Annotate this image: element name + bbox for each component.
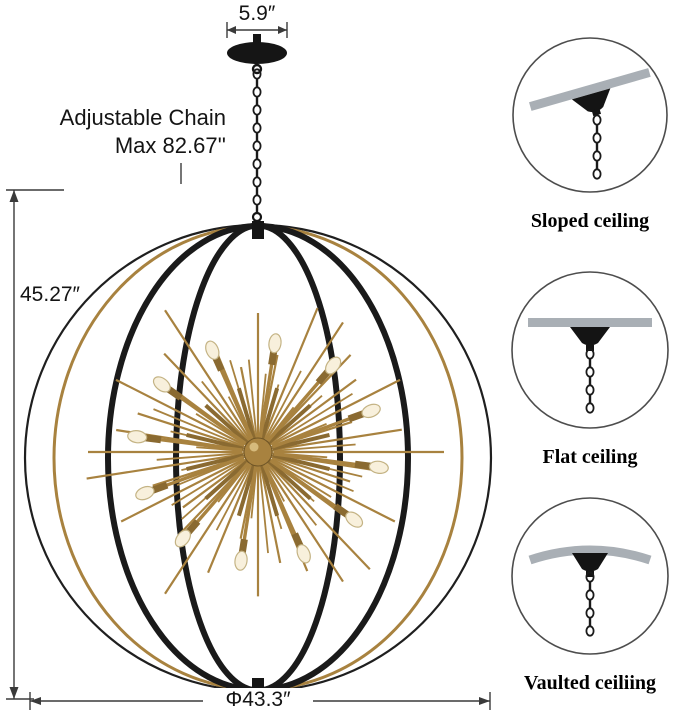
vaulted-chain (585, 571, 595, 637)
ceiling-canopy (227, 34, 287, 75)
mount-inset-vaulted (511, 497, 669, 655)
mount-label-sloped: Sloped ceiling (530, 210, 650, 232)
hanging-chain (252, 68, 262, 213)
flat-chain (585, 348, 595, 414)
canopy-width-label: 5.9″ (238, 2, 276, 25)
mount-inset-sloped (512, 37, 668, 193)
sloped-plate-and-canopy (529, 68, 651, 117)
chain-note-line1: Adjustable Chain (59, 105, 226, 130)
height-dimension (6, 189, 64, 700)
chain-note-line2: Max 82.67'' (114, 133, 226, 158)
chain-note: Adjustable Chain Max 82.67'' (0, 104, 226, 160)
mount-label-flat: Flat ceiling (542, 446, 638, 468)
mount-label-vaulted: Vaulted ceiliing (523, 672, 657, 694)
sloped-chain (592, 114, 602, 180)
height-label: 45.27″ (20, 283, 80, 306)
canopy-width-dimension (226, 22, 288, 38)
diameter-label: Φ43.3″ (203, 688, 313, 712)
mount-inset-flat (511, 271, 669, 429)
sputnik-burst (86, 307, 444, 597)
